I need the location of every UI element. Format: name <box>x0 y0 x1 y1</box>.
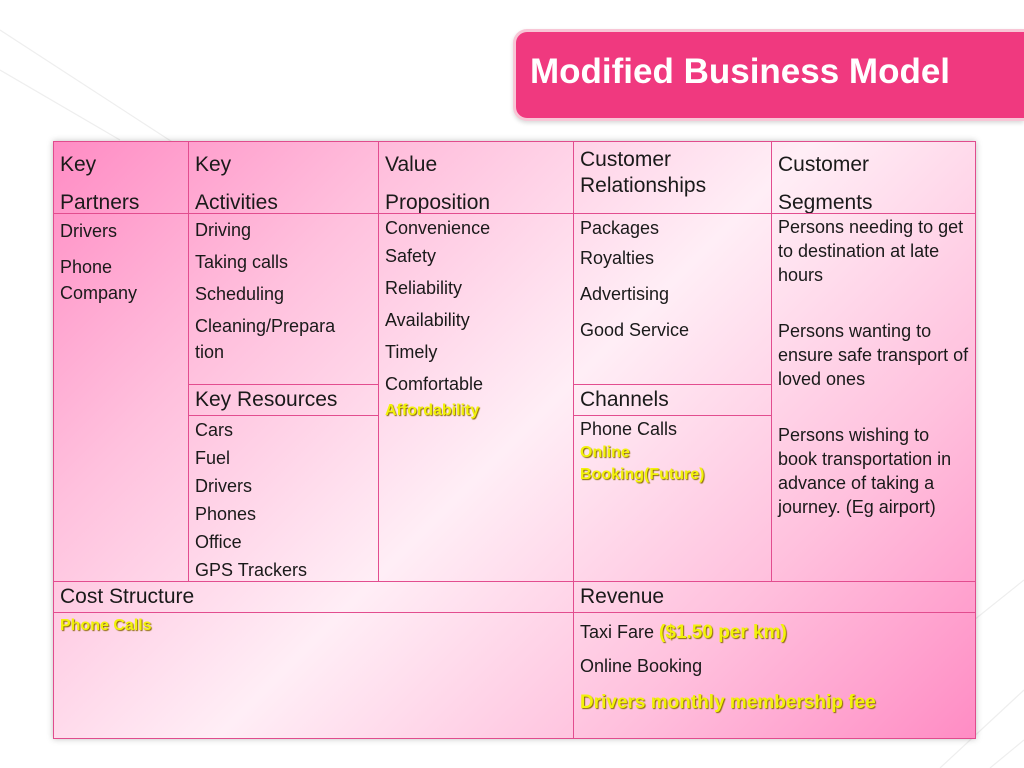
channels-list: Phone Calls Online Booking(Future) <box>574 416 772 582</box>
channels-header-text: Channels <box>580 388 669 411</box>
affordability-highlight: Affordability <box>385 402 480 419</box>
list-item: Good Service <box>580 320 690 340</box>
list-item: Taking calls <box>195 252 289 272</box>
customer-segments-header-line1: Customer <box>778 153 870 176</box>
list-item: Timely <box>385 342 438 362</box>
key-resources-header: Key Resources <box>189 385 379 416</box>
revenue-header: Revenue <box>574 582 975 613</box>
customer-segments-list: Persons needing to get to destination at… <box>772 214 975 582</box>
list-item: Drivers <box>195 476 252 496</box>
revenue-header-text: Revenue <box>580 585 665 608</box>
value-proposition-list: Convenience Safety Reliability Availabil… <box>379 214 574 582</box>
key-partners-list: Drivers Phone Company <box>54 214 189 582</box>
membership-fee-highlight: Drivers monthly membership fee <box>580 692 876 713</box>
slide-title: Modified Business Model <box>530 52 951 91</box>
list-item: Persons wanting to ensure safe transport… <box>778 321 969 389</box>
list-item: Reliability <box>385 278 463 298</box>
online-booking-highlight: Online Booking(Future) <box>580 444 705 483</box>
list-item: GPS Trackers <box>195 560 308 580</box>
key-activities-header-line1: Key <box>195 153 232 176</box>
list-item: Cleaning/Prepara <box>195 316 336 336</box>
customer-relationships-list: Packages Royalties Advertising Good Serv… <box>574 214 772 385</box>
key-partners-header-line2: Partners <box>60 191 140 214</box>
taxi-fare-label: Taxi Fare <box>580 622 655 642</box>
key-partners-header-line1: Key <box>60 153 97 176</box>
title-banner: Modified Business Model <box>513 29 1024 121</box>
list-item: Fuel <box>195 448 231 468</box>
list-item: Cars <box>195 420 234 440</box>
taxi-fare-rate: ($1.50 per km) <box>659 622 787 643</box>
cost-structure-header: Cost Structure <box>54 582 574 613</box>
cost-structure-body: Phone Calls <box>54 613 574 738</box>
business-model-canvas: Key Partners Key Activities Value Propos… <box>53 141 976 739</box>
list-item: Phones <box>195 504 257 524</box>
value-proposition-header-line2: Proposition <box>385 191 491 214</box>
value-proposition-header: Value Proposition <box>379 142 574 214</box>
list-item: Phone Calls <box>580 419 678 439</box>
customer-relationships-header: Customer Relationships <box>574 142 772 214</box>
list-item: Driving <box>195 220 252 240</box>
list-item: Convenience <box>385 218 491 238</box>
key-resources-list: Cars Fuel Drivers Phones Office GPS Trac… <box>189 416 379 582</box>
list-item: Comfortable <box>385 374 484 394</box>
revenue-body: Taxi Fare ($1.50 per km) Online Booking … <box>574 613 975 738</box>
list-item: Availability <box>385 310 470 330</box>
phone-calls-highlight: Phone Calls <box>60 617 152 634</box>
list-item: Advertising <box>580 284 670 304</box>
list-item: tion <box>195 342 225 362</box>
list-item: Scheduling <box>195 284 285 304</box>
online-booking-revenue: Online Booking <box>580 656 703 676</box>
channels-header: Channels <box>574 385 772 416</box>
key-activities-header-line2: Activities <box>195 191 278 214</box>
key-resources-header-text: Key Resources <box>195 388 338 411</box>
key-activities-list: Driving Taking calls Scheduling Cleaning… <box>189 214 379 385</box>
list-item: Packages <box>580 218 660 238</box>
list-item: Safety <box>385 246 437 266</box>
taxi-fare-line: Taxi Fare ($1.50 per km) <box>580 617 969 648</box>
list-item: Royalties <box>580 248 655 268</box>
list-item: Persons needing to get to destination at… <box>778 217 964 285</box>
list-item: Drivers <box>60 221 117 241</box>
list-item: Office <box>195 532 242 552</box>
key-partners-header: Key Partners <box>54 142 189 214</box>
value-proposition-header-line1: Value <box>385 153 438 176</box>
cost-structure-header-text: Cost Structure <box>60 585 195 608</box>
list-item: Phone <box>60 257 113 277</box>
customer-relationships-header-line2: Relationships <box>580 174 707 197</box>
customer-relationships-header-line1: Customer <box>580 148 672 171</box>
list-item: Company <box>60 283 138 303</box>
customer-segments-header-line2: Segments <box>778 191 873 214</box>
key-activities-header: Key Activities <box>189 142 379 214</box>
list-item: Persons wishing to book transportation i… <box>778 425 952 517</box>
customer-segments-header: Customer Segments <box>772 142 975 214</box>
